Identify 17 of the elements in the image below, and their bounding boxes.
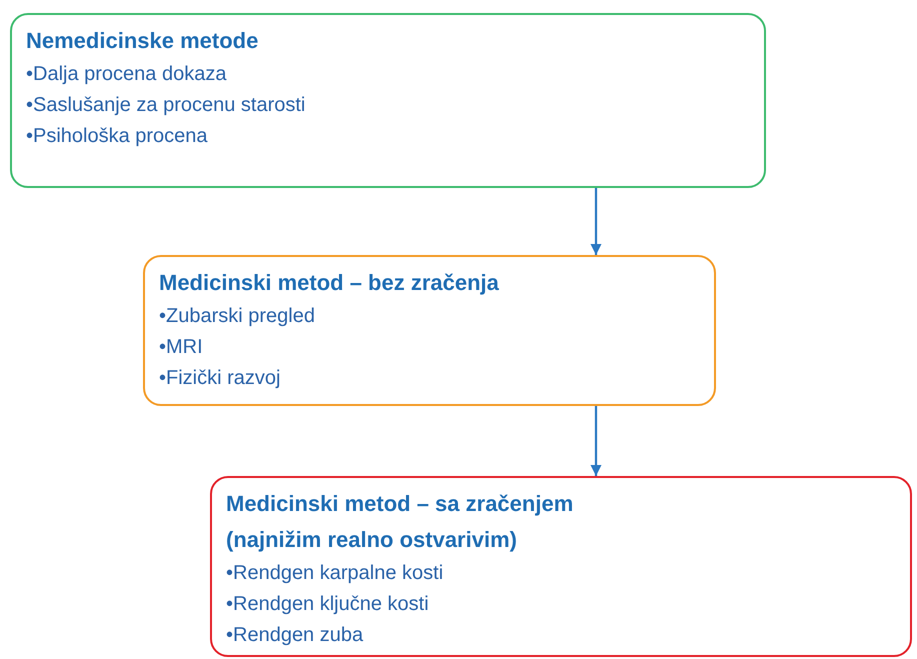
arrow (590, 188, 602, 255)
list-item: •Rendgen ključne kosti (226, 592, 430, 617)
list-item: •Rendgen karpalne kosti (226, 561, 444, 586)
list-item: •Saslušanje za procenu starosti (26, 93, 306, 118)
list-item: •MRI (159, 335, 204, 360)
list-item: •Dalja procena dokaza (26, 62, 228, 87)
box-heading: Medicinski metod – sa zračenjem (najnižim realno ostvarivim) (226, 490, 574, 554)
box-heading: Medicinski metod – bez zračenja (159, 269, 500, 297)
rounded-box (210, 476, 912, 657)
list-item: •Rendgen zuba (226, 623, 364, 648)
arrow (590, 406, 602, 476)
rounded-box (10, 13, 766, 188)
list-item: •Fizički razvoj (159, 366, 282, 391)
box-heading: Nemedicinske metode (26, 27, 260, 55)
list-item: •Zubarski pregled (159, 304, 316, 329)
rounded-box (143, 255, 716, 406)
list-item: •Psihološka procena (26, 124, 209, 149)
